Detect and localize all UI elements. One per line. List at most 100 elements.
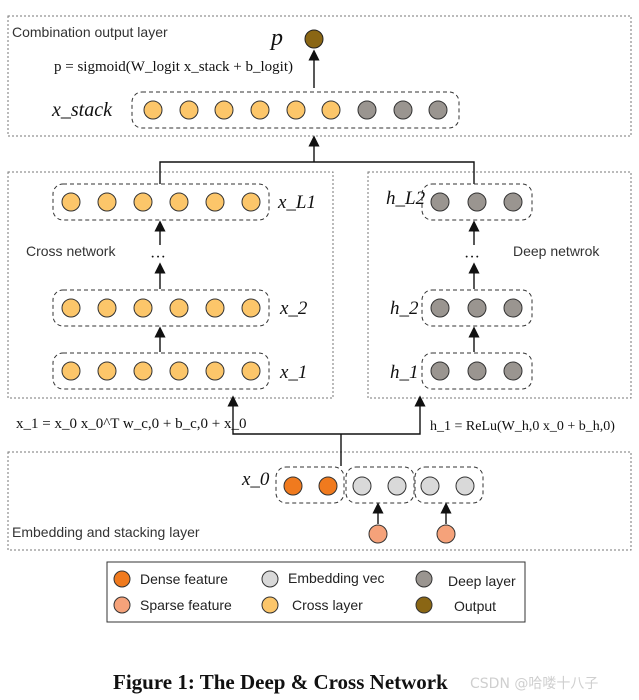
cross-node — [241, 192, 261, 212]
legend-sparse-swatch — [113, 596, 131, 614]
x-stack-nodes — [143, 100, 448, 120]
merge-connector — [159, 161, 475, 184]
legend-box — [106, 561, 526, 623]
deep-node — [467, 192, 487, 212]
combination-output-layer-box — [7, 15, 632, 137]
legend-sparse-label: Sparse feature — [140, 597, 232, 613]
cross-node — [97, 361, 117, 381]
cross-node — [241, 361, 261, 381]
x0-nodes — [283, 476, 475, 496]
embedding-node — [455, 476, 475, 496]
input-connector — [232, 422, 421, 435]
figure-caption: Figure 1: The Deep & Cross Network — [113, 670, 448, 694]
embedding-stacking-layer-box — [7, 451, 632, 551]
p-formula: p = sigmoid(W_logit x_stack + b_logit) — [54, 59, 293, 75]
x-stack-node-deep — [357, 100, 377, 120]
legend-dense-swatch — [113, 570, 131, 588]
cross-layer-1-nodes — [61, 361, 261, 381]
x1-formula: x_1 = x_0 x_0^T w_c,0 + b_c,0 + x_0 — [16, 416, 246, 432]
deep-layer-L2-nodes — [430, 192, 523, 212]
deep-node — [467, 361, 487, 381]
legend-cross-swatch — [261, 596, 279, 614]
cross-node — [169, 298, 189, 318]
cross-node — [133, 298, 153, 318]
cross-network-box — [7, 171, 334, 399]
deep-node — [430, 361, 450, 381]
legend-deep-label: Deep layer — [448, 573, 516, 589]
x-stack-node-cross — [179, 100, 199, 120]
x-stack-node-cross — [214, 100, 234, 120]
cross-node — [241, 298, 261, 318]
cross-layer-2-nodes — [61, 298, 261, 318]
dense-node — [283, 476, 303, 496]
x-stack-node-cross — [286, 100, 306, 120]
embedding-node — [352, 476, 372, 496]
cross-layer-2 — [52, 289, 270, 327]
combination-layer-label: Combination output layer — [12, 24, 168, 40]
cross-node — [97, 192, 117, 212]
x-stack-layer — [131, 91, 460, 129]
deep-node — [503, 361, 523, 381]
legend-deep-swatch — [415, 570, 433, 588]
x1-label: x_1 — [279, 362, 307, 383]
cross-node — [205, 298, 225, 318]
x-stack-node-deep — [393, 100, 413, 120]
dense-node — [318, 476, 338, 496]
x2-label: x_2 — [279, 298, 308, 319]
deep-node — [467, 298, 487, 318]
cross-node — [97, 298, 117, 318]
legend-cross-label: Cross layer — [292, 597, 363, 613]
deep-node — [430, 298, 450, 318]
legend-embedding-swatch — [261, 570, 279, 588]
x-stack-node-cross — [143, 100, 163, 120]
x-stack-node-cross — [321, 100, 341, 120]
cross-node — [205, 192, 225, 212]
h1-label: h_1 — [390, 362, 419, 383]
x-L1-label: x_L1 — [277, 192, 316, 213]
cross-layer-1 — [52, 352, 270, 390]
deep-layer-1 — [421, 352, 533, 390]
watermark: CSDN @哈喽十八子 — [470, 676, 598, 692]
cross-node — [61, 192, 81, 212]
legend-dense-label: Dense feature — [140, 571, 228, 587]
x-stack-label: x_stack — [51, 99, 113, 121]
cross-node — [205, 361, 225, 381]
x-stack-node-cross — [250, 100, 270, 120]
cross-node — [61, 361, 81, 381]
deep-node — [430, 192, 450, 212]
legend-embedding-label: Embedding vec — [288, 570, 385, 586]
deep-layer-L2 — [421, 183, 533, 221]
embedding-layer-label: Embedding and stacking layer — [12, 524, 200, 540]
deep-layer-1-nodes — [430, 361, 523, 381]
embedding-node — [420, 476, 440, 496]
cross-layer-L1-nodes — [61, 192, 261, 212]
x0-label: x_0 — [241, 469, 270, 490]
cross-node — [133, 361, 153, 381]
sparse-node-2 — [436, 524, 456, 544]
sparse-node-1 — [368, 524, 388, 544]
cross-node — [169, 361, 189, 381]
p-label: p — [269, 25, 283, 51]
h-L2-label: h_L2 — [386, 188, 426, 209]
deep-ellipsis: ··· — [464, 249, 480, 266]
h1-formula: h_1 = ReLu(W_h,0 x_0 + b_h,0) — [430, 419, 615, 434]
legend-output-swatch — [415, 596, 433, 614]
deep-network-box — [367, 171, 632, 399]
deep-node — [503, 298, 523, 318]
cross-node — [133, 192, 153, 212]
embedding-node — [387, 476, 407, 496]
deep-node — [503, 192, 523, 212]
legend-output-label: Output — [454, 598, 496, 614]
deep-layer-2-nodes — [430, 298, 523, 318]
x-stack-node-deep — [428, 100, 448, 120]
deep-network-label: Deep netwrok — [513, 243, 600, 259]
cross-network-label: Cross network — [26, 243, 116, 259]
cross-layer-L1 — [52, 183, 270, 221]
cross-node — [61, 298, 81, 318]
deep-layer-2 — [421, 289, 533, 327]
cross-node — [169, 192, 189, 212]
dense-feature-group — [275, 466, 345, 504]
cross-ellipsis: ··· — [150, 249, 166, 266]
h2-label: h_2 — [390, 298, 419, 319]
